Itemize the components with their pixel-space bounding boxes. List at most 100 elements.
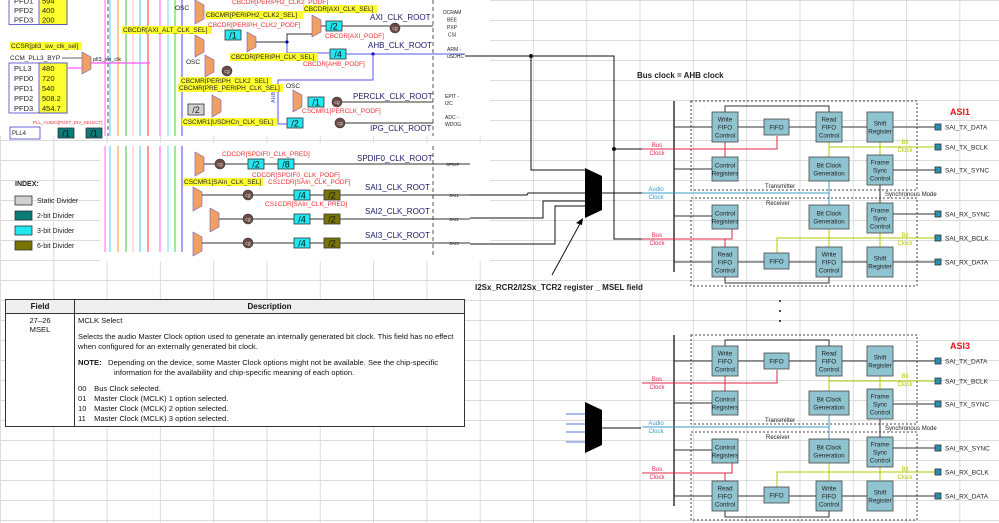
bit-clock-generation-rx-label: Generation [813,452,845,459]
junction-dot [285,40,289,44]
sain-clk-sel: CSCMR1[SAIn_CLK_SEL] [184,179,262,186]
control-registers-tx-label: Registers [712,170,739,177]
axi-consumer: OCRAM [443,10,462,16]
bit-clock-wire [776,237,935,253]
msel-arrow [551,219,583,276]
pin-sai_rx_data: SAI_RX_DATA [945,260,989,267]
w [724,277,830,284]
wire [277,54,374,125]
spdif-pred-div: /2 [252,160,260,170]
write-fifo-control-tx-label: FIFO [718,125,732,132]
pll-values-pll3 [38,62,68,114]
axi-clock-gate: cg [392,26,398,32]
sai3-to-mux [470,205,585,245]
frame-sync-control-tx-label: Frame [871,160,890,167]
sai1-podf-div: /2 [328,191,336,201]
sai2-podf-div: /2 [328,215,336,225]
pll-name: PFD3 [14,104,33,113]
pll4-div-b-box [85,127,103,139]
control-registers-tx-label: Registers [712,404,739,411]
periph-clk2-div: /1 [229,31,237,41]
sai2-to-mux [470,200,585,219]
bus-clock-label: Clock [649,151,665,157]
frame-sync-control-rx [866,436,894,468]
sain-clk-sel-bg [183,178,263,186]
periph2-clk2-sel: CBCMR[PERIPH2_CLK2_SEL] [206,12,297,19]
periph-clk-sel-bg [230,53,318,61]
bus-clock-label: Clock [649,385,665,391]
pll4-name: PLL4 [12,131,27,137]
pin-sai_rx_bclk: SAI_RX_BCLK [945,236,989,243]
field-title: MCLK Select [78,316,123,325]
bus-clock-to-mux [530,56,585,171]
bus-clock-label: Clock [649,241,665,247]
index-swatch-2 [14,225,33,236]
frame-sync-control-rx-label: Sync [873,450,887,457]
spdif0-clk-pred: CDCDR[SPDIF0_CLK_PRED] [222,151,310,158]
usdhc-static-div-box [187,103,205,116]
pre-periph-clk-sel: CBCMR[PRE_PERIPH_CLK_SEL] [179,85,280,92]
pin-sai_rx_data: SAI_RX_DATA [945,494,989,501]
control-registers-rx-label: Control [715,445,735,452]
fifo-tx [763,352,790,370]
pin-icon [934,492,942,500]
spdif0-clk-root: SPDIF0_CLK_ROOT [357,154,433,163]
option-01: 01 Master Clock (MCLK) 1 option selected… [78,394,229,403]
fifo-rx-label: FIFO [769,493,783,500]
index-swatch-3 [14,240,33,251]
sai1-gate: cg [245,193,251,199]
perclk-podf: CSCMR1[PERCLK_PODF] [302,108,381,115]
osc-label-3: OSC [286,83,300,90]
pin-sai_tx_data: SAI_TX_DATA [945,359,988,366]
audio-clock-label: Audio [648,421,664,427]
pll-name: PFD1 [14,0,33,6]
field-note: NOTE: Depending on the device, some Mast… [78,358,461,378]
bit-clock-label: Clock [897,382,913,388]
pin-icon [934,400,942,408]
bus-clock-label: Bus [652,467,662,473]
pin-sai_tx_data: SAI_TX_DATA [945,125,988,132]
pin-icon [934,234,942,242]
shift-register-tx-label: Shift [874,355,887,362]
sai2-gate: cg [245,217,251,223]
w [724,339,830,346]
sai3-pred-div: /4 [298,239,306,249]
write-fifo-control-tx [711,345,739,377]
perclk-mux [292,89,303,113]
control-registers-tx-label: Control [715,397,735,404]
perclk-div-box [307,96,325,108]
pll-name: PFD2 [14,6,33,15]
read-fifo-control-tx [815,345,843,377]
sai1-clk-mux [192,186,203,212]
write-fifo-control-rx-label: Control [819,501,839,508]
sai3-clk-root: SAI3_CLK_ROOT [365,231,430,240]
field-bits: 27–26 [29,316,51,325]
receiver-label: Receiver [766,435,790,441]
pll4-div-b: /1 [90,129,98,139]
spdif0-clk-podf: CDCDR[SPDIF0_CLK_PODF] [252,172,340,179]
sai1-pred-div: /4 [298,191,306,201]
write-fifo-control-tx [711,111,739,143]
shift-register-tx-label: Register [868,362,891,369]
pll-value: 508.2 [42,94,61,103]
ipg-consumer: ADC - [445,115,459,121]
msel-note: I2Sx_RCR2/I2Sx_TCR2 register _ MSEL fiel… [475,283,643,292]
shift-register-rx [866,246,894,278]
fifo-tx-label: FIFO [769,359,783,366]
pll3-sw-mux [81,51,92,75]
ipg-div: /2 [291,119,299,129]
read-fifo-control-tx-label: Control [819,132,839,139]
write-fifo-control-rx-label: FIFO [822,494,836,501]
sai1-consumer: SAI1 [449,193,459,198]
bit-clock-label: Clock [897,475,913,481]
transmitter-box [690,334,918,425]
shift-register-rx [866,480,894,512]
frame-sync-control-tx-label: Control [870,409,890,416]
pll-name: PLL3 [14,64,32,73]
pll-value: 594 [42,0,55,6]
bit-clock-generation-tx [808,390,850,416]
ipg-consumer: WDOG [445,122,461,128]
frame-sync-control-tx-label: Sync [873,402,887,409]
axi-clock-gate-icon [389,22,401,34]
frame-sync-control-rx-label: Frame [871,442,890,449]
